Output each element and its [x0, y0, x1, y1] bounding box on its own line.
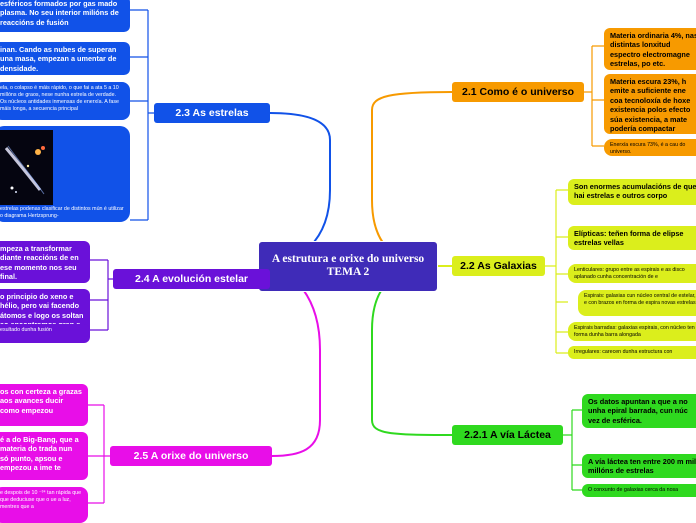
hr-diagram-image — [0, 130, 53, 205]
galaxias-node-4-text: Espirais: galaxias cun núcleo central de… — [584, 293, 696, 306]
como-node-2[interactable]: Materia escura 23%, h emite a suficiente… — [604, 74, 696, 134]
galaxias-node-5[interactable]: Espirais barradas: galaxias espirais, co… — [568, 322, 696, 341]
como-node-1[interactable]: Materia ordinaria 4%, nas distintas lonx… — [604, 28, 696, 70]
galaxias-node-6-text: Irregulares: carecen dunha estructura co… — [574, 349, 673, 355]
topic-evolucion[interactable]: 2.4 A evolución estelar — [113, 269, 270, 289]
via-node-1-text: Os datos apuntan a que a no unha epiral … — [588, 397, 688, 425]
via-node-2-text: A vía láctea ten entre 200 m mil millóns… — [588, 457, 696, 476]
galaxias-node-2[interactable]: Elípticas: teñen forma de elipse estrela… — [568, 226, 696, 250]
topic-estrelas[interactable]: 2.3 As estrelas — [154, 103, 270, 123]
estrelas-node-2[interactable]: inan. Cando as nubes de superan una masa… — [0, 42, 130, 75]
topic-evolucion-label: 2.4 A evolución estelar — [134, 273, 249, 285]
como-node-1-text: Materia ordinaria 4%, nas distintas lonx… — [610, 31, 696, 69]
topic-galaxias[interactable]: 2.2 As Galaxias — [452, 256, 545, 276]
topic-galaxias-label: 2.2 As Galaxias — [460, 260, 537, 272]
como-node-2-text: Materia escura 23%, h emite a suficiente… — [610, 77, 691, 134]
orixe-node-3[interactable]: e despois de 10 ⁻³⁴ tan rápida que que d… — [0, 487, 88, 523]
estrelas-node-4[interactable]: estrelas podenas clasificar de distintos… — [0, 126, 130, 222]
central-subtitle: TEMA 2 — [326, 266, 370, 278]
topic-orixe-label: 2.5 A orixe do universo — [133, 450, 249, 462]
como-node-3-text: Enerxía escura 73%, é a cau do universo. — [610, 142, 686, 155]
galaxias-node-3-text: Lenticulares: grupo entre as espirais e … — [574, 267, 685, 280]
orixe-node-2-text: é a do Big-Bang, que a materia do trada … — [0, 435, 79, 473]
via-node-3-text: O conxunto de galaxias cerca da nosa — [588, 487, 679, 493]
estrelas-node-3-text: ela, o colapso é máis rápido, o que fai … — [0, 85, 119, 112]
connector-orixe — [257, 265, 321, 457]
via-node-3[interactable]: O conxunto de galaxias cerca da nosa — [582, 484, 696, 497]
galaxias-node-3[interactable]: Lenticulares: grupo entre as espirais e … — [568, 264, 696, 283]
orixe-node-3-text: e despois de 10 ⁻³⁴ tan rápida que que d… — [0, 490, 82, 510]
evolucion-node-1-text: mpeza a transformar diante reaccións de … — [0, 244, 79, 282]
topic-orixe[interactable]: 2.5 A orixe do universo — [110, 446, 272, 466]
estrelas-node-1-text: esféricos formados por gas mado plasma. … — [0, 0, 119, 27]
via-node-2[interactable]: A vía láctea ten entre 200 m mil millóns… — [582, 454, 696, 478]
orixe-node-1[interactable]: os con certeza a grazas aos avances duci… — [0, 384, 88, 426]
estrelas-node-2-text: inan. Cando as nubes de superan una masa… — [0, 45, 117, 73]
estrelas-node-3[interactable]: ela, o colapso é máis rápido, o que fai … — [0, 82, 130, 120]
topic-como-label: 2.1 Como é o universo — [461, 86, 575, 98]
galaxias-node-5-text: Espirais barradas: galaxias espirais, co… — [574, 325, 695, 338]
galaxias-node-4[interactable]: Espirais: galaxias cun núcleo central de… — [578, 290, 696, 316]
via-node-1[interactable]: Os datos apuntan a que a no unha epiral … — [582, 394, 696, 428]
central-title: A estrutura e orixe do universo — [271, 253, 425, 265]
como-node-3[interactable]: Enerxía escura 73%, é a cau do universo. — [604, 139, 696, 156]
evolucion-node-3-text: esultado dunha fusión — [0, 327, 52, 333]
topic-como[interactable]: 2.1 Como é o universo — [452, 82, 584, 102]
galaxias-node-1[interactable]: Son enormes acumulacións de que hai estr… — [568, 179, 696, 205]
central-topic[interactable]: A estrutura e orixe do universo TEMA 2 — [258, 241, 438, 292]
topic-estrelas-label: 2.3 As estrelas — [175, 107, 249, 119]
connector-como — [371, 91, 453, 267]
topic-via[interactable]: 2.2.1 A vía Láctea — [452, 425, 563, 445]
evolucion-node-3[interactable]: esultado dunha fusión — [0, 324, 90, 337]
estrelas-node-4-text: estrelas podenas clasificar de distintos… — [0, 206, 124, 219]
evolucion-node-1[interactable]: mpeza a transformar diante reaccións de … — [0, 241, 90, 283]
galaxias-node-2-text: Elípticas: teñen forma de elipse estrela… — [574, 229, 684, 248]
topic-via-label: 2.2.1 A vía Láctea — [464, 429, 551, 441]
orixe-node-2[interactable]: é a do Big-Bang, que a materia do trada … — [0, 432, 88, 480]
orixe-node-1-text: os con certeza a grazas aos avances duci… — [0, 387, 82, 415]
galaxias-node-1-text: Son enormes acumulacións de que hai estr… — [574, 182, 696, 201]
galaxias-node-6[interactable]: Irregulares: carecen dunha estructura co… — [568, 346, 696, 359]
estrelas-node-1[interactable]: esféricos formados por gas mado plasma. … — [0, 0, 130, 32]
